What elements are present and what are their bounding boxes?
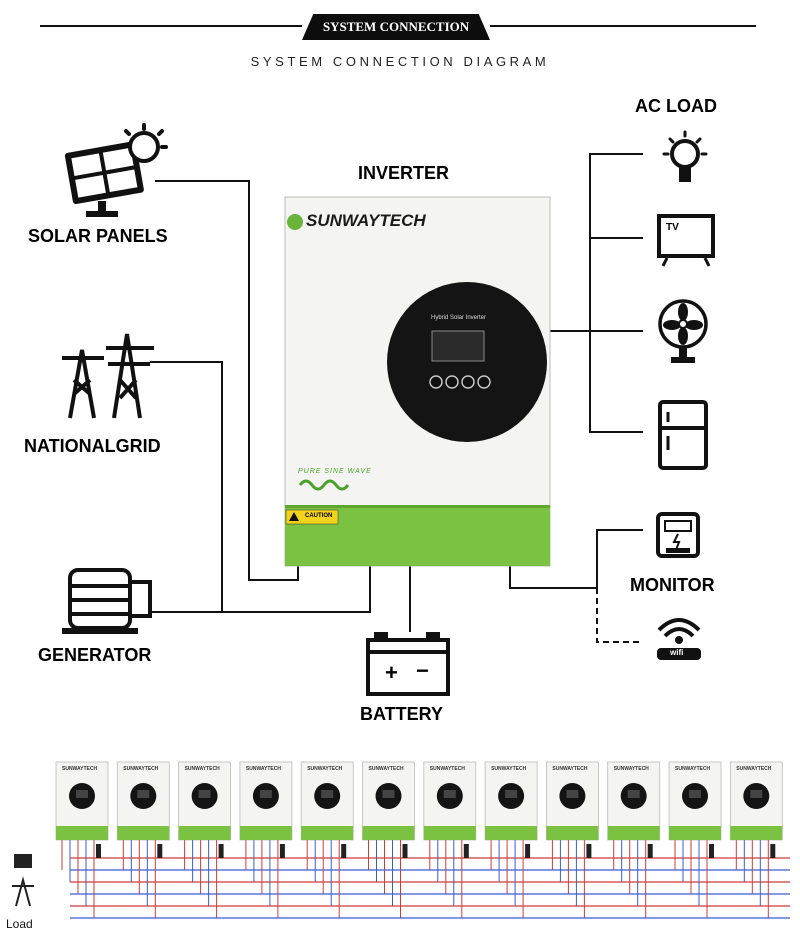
parallel-breaker [463, 844, 469, 858]
solar-panel-icon [64, 123, 168, 217]
tower-mini-icon [15, 876, 31, 907]
parallel-breaker [157, 844, 163, 858]
parallel-breaker [709, 844, 714, 858]
inverter-display-panel [387, 282, 547, 442]
header-line-right [490, 25, 756, 27]
battery-icon [366, 632, 450, 696]
parallel-inverter-green-band [117, 826, 170, 840]
parallel-inverter-green-band [546, 826, 599, 840]
parallel-inverter-brand: SUNWAYTECH [429, 766, 465, 772]
parallel-breaker [218, 844, 224, 858]
header-banner: SYSTEM CONNECTION [302, 14, 490, 40]
parallel-inverter-brand: SUNWAYTECH [491, 766, 527, 772]
parallel-inverter-lcd [443, 790, 456, 798]
parallel-inverter-lcd [505, 790, 518, 798]
parallel-breaker [341, 844, 347, 858]
parallel-inverter-lcd [259, 790, 272, 798]
label-monitor: MONITOR [630, 575, 715, 595]
parallel-inverter-brand: SUNWAYTECH [123, 766, 159, 772]
tv-icon-text: TV [666, 222, 679, 233]
wires [150, 153, 643, 632]
parallel-inverter-green-band [56, 826, 108, 840]
parallel-inverter-lcd [750, 790, 763, 798]
tv-icon [657, 214, 715, 267]
wire-generator [150, 566, 371, 613]
wifi-icon-text: wifi [670, 648, 684, 657]
parallel-inverter-brand: SUNWAYTECH [613, 766, 649, 772]
refrigerator-icon [658, 400, 708, 470]
parallel-breaker [770, 844, 776, 858]
parallel-inverter-green-band [669, 826, 721, 840]
parallel-inverter-green-band [301, 826, 354, 840]
battery-minus-sign: − [416, 658, 429, 683]
label-generator: GENERATOR [38, 645, 152, 665]
wifi-icon [657, 618, 701, 660]
parallel-inverter-brand: SUNWAYTECH [62, 766, 98, 772]
generator-icon [62, 568, 152, 634]
parallel-inverter-green-band [239, 826, 292, 840]
brand-logo-icon [287, 214, 303, 230]
parallel-inverter-green-band [607, 826, 660, 840]
parallel-inverter-green-band [178, 826, 231, 840]
caution-text: CAUTION [305, 513, 333, 519]
wire-solar [155, 180, 299, 581]
parallel-inverter-lcd [321, 790, 334, 798]
label-national-grid: NATIONALGRID [24, 436, 161, 456]
parallel-breaker [402, 844, 408, 858]
label-solar-panels: SOLAR PANELS [28, 226, 168, 246]
battery-plus-sign: + [385, 660, 398, 685]
parallel-inverter-green-band [362, 826, 415, 840]
wire-wifi-dashed [596, 588, 643, 643]
parallel-inverter-brand: SUNWAYTECH [307, 766, 343, 772]
parallel-breaker [586, 844, 592, 858]
parallel-inverter-green-band [730, 826, 783, 840]
inverter-display-title: Hybrid Solar Inverter [431, 315, 487, 321]
label-inverter: INVERTER [358, 163, 450, 183]
label-battery: BATTERY [360, 704, 443, 724]
parallel-inverter-lcd [76, 790, 88, 798]
lcd-screen [431, 330, 485, 362]
parallel-inverter-brand: SUNWAYTECH [736, 766, 772, 772]
parallel-inverter-lcd [198, 790, 211, 798]
light-bulb-icon [662, 130, 708, 182]
monitor-icon [656, 512, 700, 558]
load-label: Load [6, 917, 33, 931]
parallel-breaker [279, 844, 285, 858]
parallel-inverter-brand: SUNWAYTECH [368, 766, 404, 772]
pure-sine-wave-label: PURE SINE WAVE [298, 468, 372, 475]
header-line-left [40, 25, 302, 27]
inverter-brand: SUNWAYTECH [306, 211, 426, 230]
parallel-breaker [525, 844, 531, 858]
power-tower-icon [62, 333, 154, 419]
parallel-inverter-green-band [485, 826, 538, 840]
page-subtitle: SYSTEM CONNECTION DIAGRAM [250, 54, 550, 69]
parallel-inverter-lcd [689, 790, 701, 798]
parallel-breaker [647, 844, 653, 858]
battery-mini-icon [14, 854, 32, 868]
parallel-inverter-green-band [423, 826, 476, 840]
parallel-inverter-brand: SUNWAYTECH [184, 766, 220, 772]
parallel-inverter-brand: SUNWAYTECH [245, 766, 281, 772]
fan-icon [658, 299, 708, 363]
wire-ac-bus [589, 153, 643, 433]
wire-grid [150, 361, 223, 612]
parallel-inverter-lcd [382, 790, 395, 798]
parallel-inverter-lcd [137, 790, 150, 798]
parallel-inverter-brand: SUNWAYTECH [552, 766, 588, 772]
parallel-inverter-lcd [566, 790, 579, 798]
parallel-breaker [96, 844, 101, 858]
caution-label [285, 509, 339, 525]
parallel-inverter-lcd [627, 790, 640, 798]
parallel-inverter-brand: SUNWAYTECH [675, 766, 711, 772]
label-ac-load: AC LOAD [635, 96, 717, 116]
inverter-unit [284, 196, 551, 567]
